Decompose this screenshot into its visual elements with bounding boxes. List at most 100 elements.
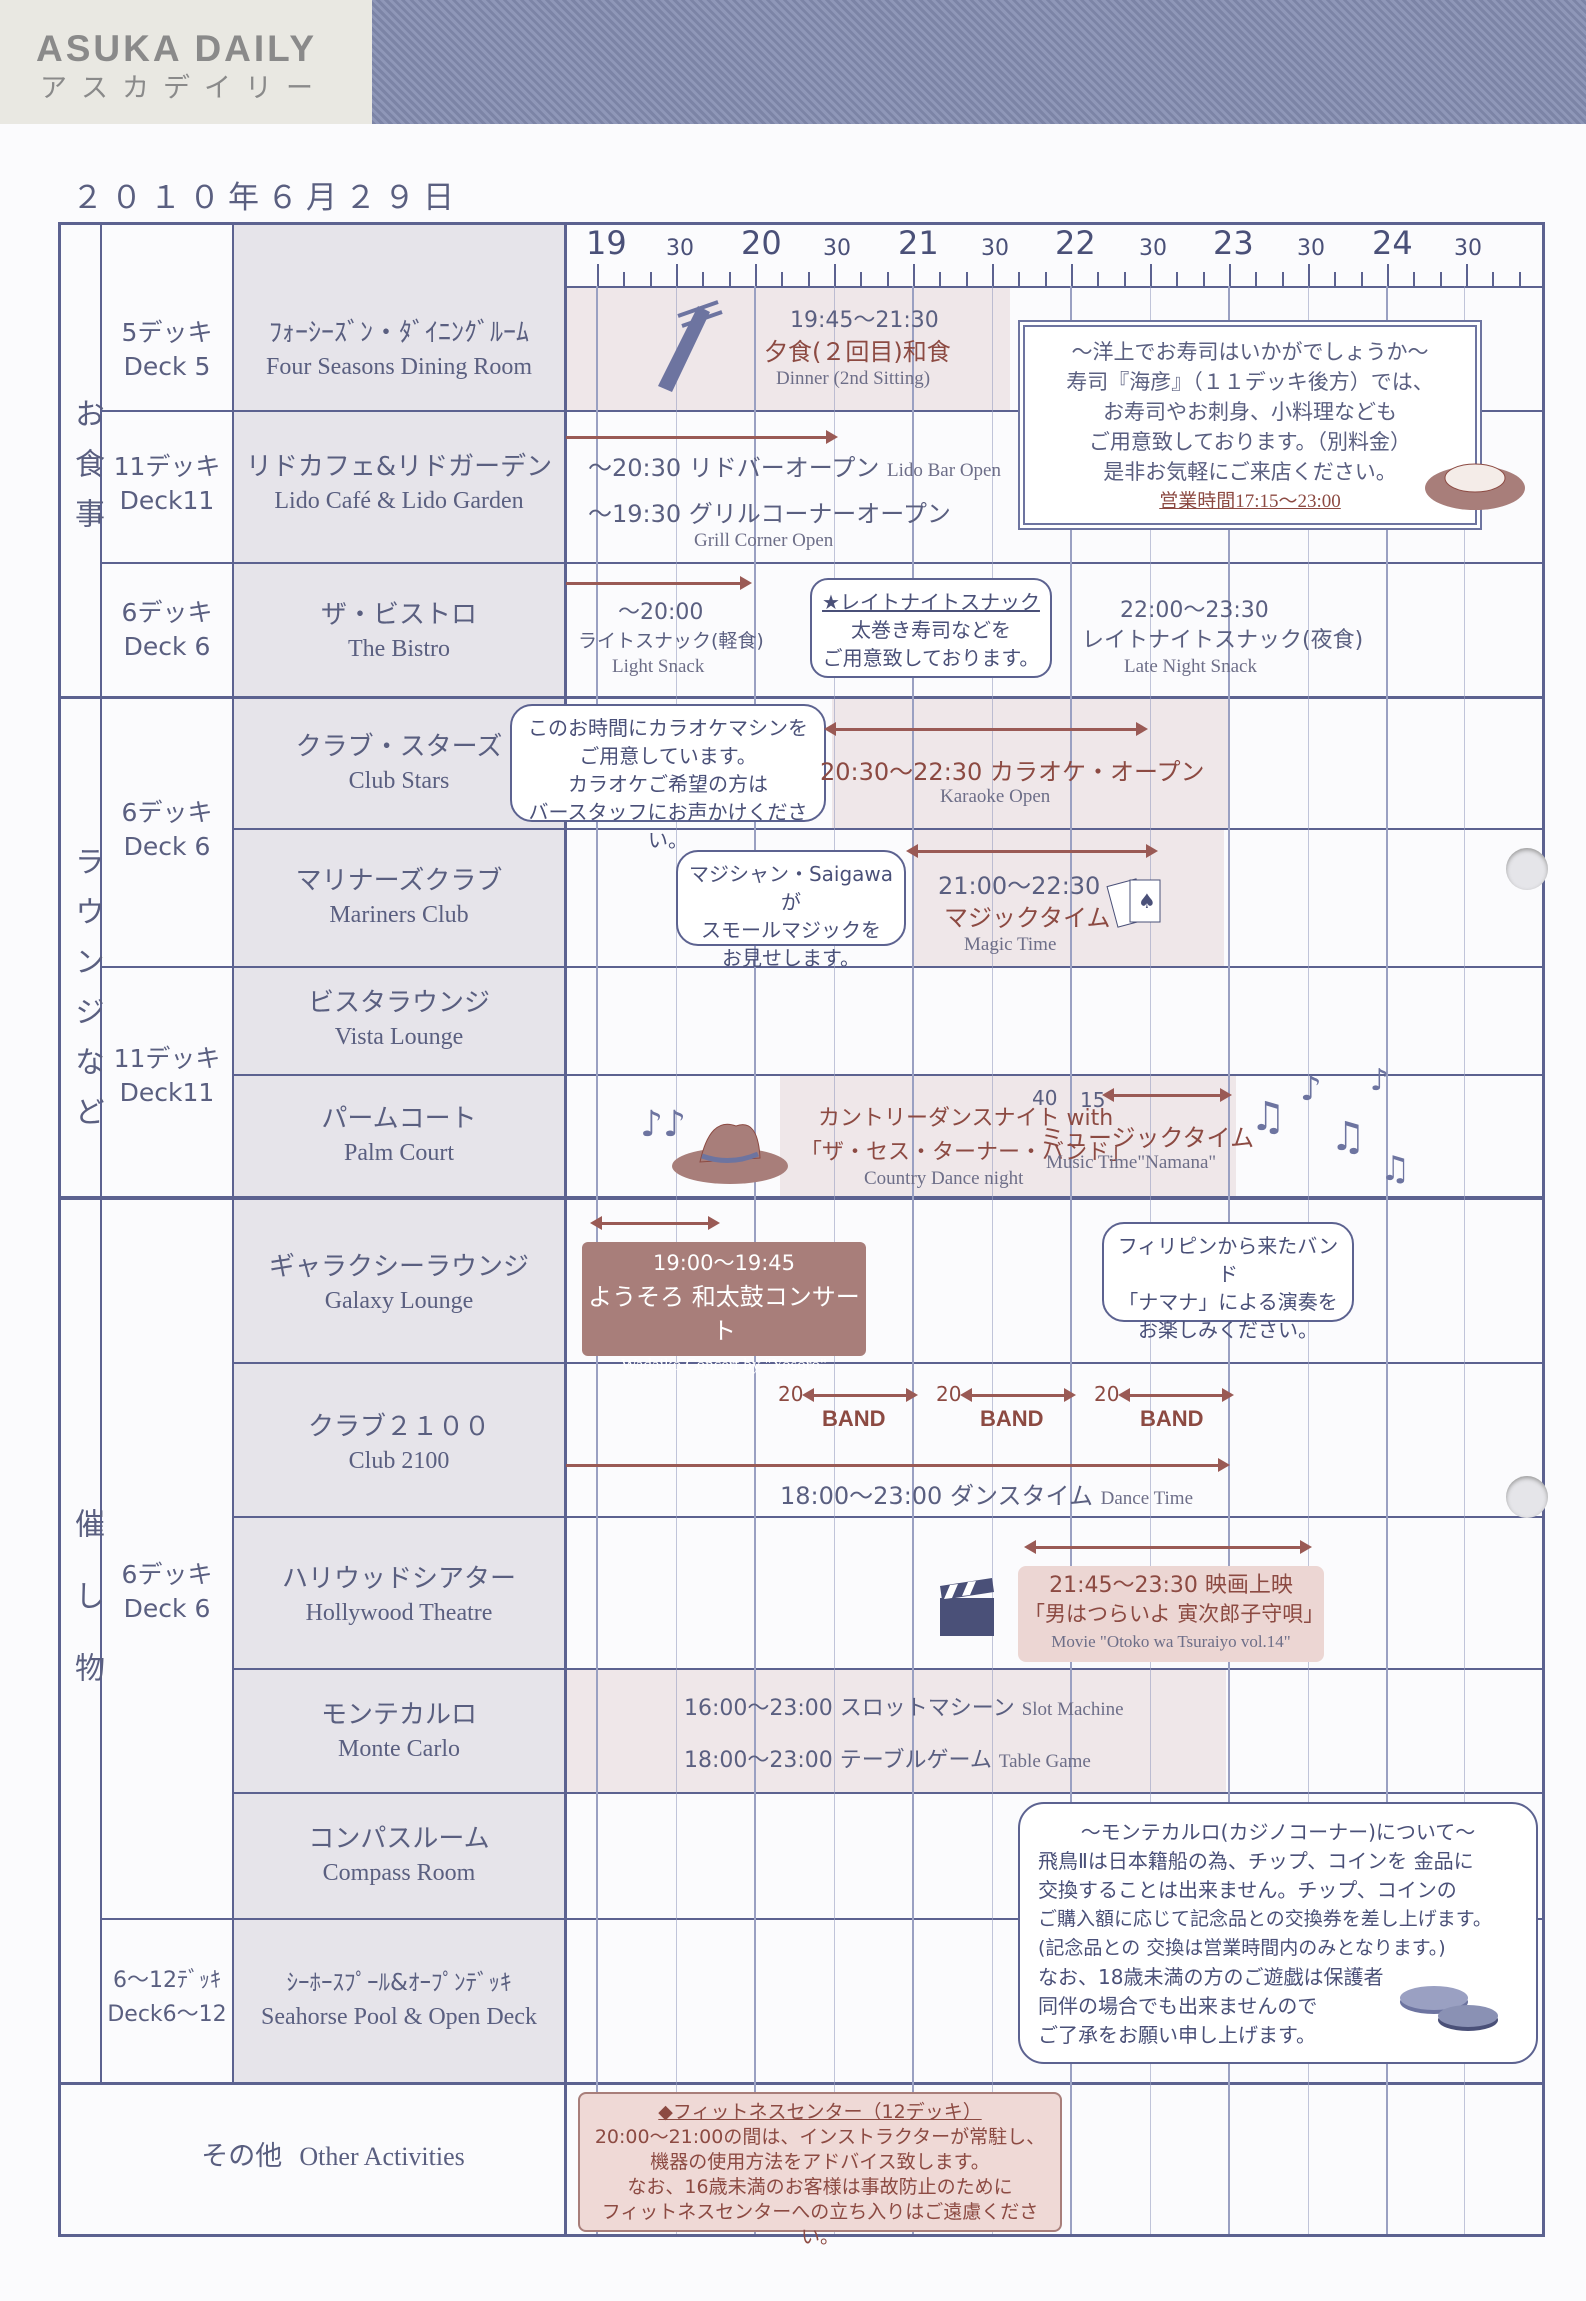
hour-label-20: 20	[741, 224, 782, 262]
wadaiko-arrow	[590, 1216, 720, 1230]
time-tick	[702, 272, 705, 286]
frame-right	[1542, 222, 1545, 2236]
row-line	[100, 410, 1544, 412]
country-jp2: 「ザ・セス・ターナー・バンド」	[800, 1140, 1132, 1165]
karaoke-arrow	[824, 722, 1148, 736]
header-bottom-line	[564, 286, 1544, 288]
row-line	[232, 1668, 1544, 1670]
logo-kana: アスカデイリー	[40, 73, 327, 104]
time-tick	[1229, 264, 1231, 286]
music-jp: ミュージックタイム	[1040, 1124, 1255, 1152]
svg-text:♫: ♫	[1250, 1094, 1286, 1140]
time-tick	[676, 264, 678, 286]
frame-bottom	[58, 2234, 1545, 2237]
divider-lounges	[58, 696, 1545, 699]
wadaiko-box: 19:00〜19:45 ようそろ 和太鼓コンサート Wadaiko Concer…	[582, 1242, 866, 1374]
time-tick	[1308, 264, 1310, 286]
magic-en: Magic Time	[964, 934, 1057, 955]
music-15: 15	[1080, 1088, 1106, 1112]
band-label-1: BAND	[822, 1406, 886, 1431]
time-tick	[1097, 272, 1100, 286]
sushi-info-box: 〜洋上でお寿司はいかがでしょうか〜 寿司『海彦』（１１デッキ後方）では、 お寿司…	[1018, 320, 1482, 530]
time-tick	[939, 272, 942, 286]
band-arrow-1	[802, 1388, 918, 1402]
karaoke-bubble: このお時間にカラオケマシンを ご用意しています。 カラオケご希望の方は バースタ…	[510, 704, 826, 852]
time-tick	[1123, 272, 1126, 286]
time-tick	[992, 264, 994, 286]
svg-text:♪♪: ♪♪	[640, 1104, 686, 1145]
half-label: 30	[981, 236, 1009, 261]
section-meals: お食事	[69, 398, 104, 548]
hour-label-21: 21	[898, 224, 939, 262]
frame-left	[58, 222, 61, 2236]
magic-time: 21:00〜22:30	[938, 872, 1101, 900]
band-label-2: BAND	[980, 1406, 1044, 1431]
header-stripe	[372, 0, 1586, 124]
time-tick	[1176, 272, 1179, 286]
hour-line-24	[1386, 286, 1388, 2234]
time-tick	[1439, 272, 1442, 286]
light-snack-jp: ライトスナック(軽食)	[578, 630, 764, 652]
hour-line-21	[912, 286, 914, 2234]
dance-arrow	[566, 1458, 1230, 1472]
movie-arrow	[1024, 1540, 1312, 1554]
magic-bubble: マジシャン・Saigawaが スモールマジックを お見せします。	[676, 850, 906, 970]
time-tick	[1018, 272, 1021, 286]
row-line	[232, 1074, 1544, 1076]
late-snack-time: 22:00〜23:30	[1120, 598, 1269, 623]
sushi-plate-icon	[1425, 463, 1525, 510]
music-arrow	[1102, 1088, 1232, 1102]
band-arrow-3	[1118, 1388, 1234, 1402]
magic-jp: マジックタイム	[944, 904, 1111, 932]
svg-text:♪: ♪	[1300, 1069, 1322, 1109]
page-date: ２０１０年６月２９日	[72, 180, 462, 216]
col-line-2	[232, 222, 234, 2084]
light-snack-en: Light Snack	[612, 656, 705, 677]
time-tick	[913, 264, 915, 286]
time-tick	[1413, 272, 1416, 286]
time-tick	[1255, 272, 1258, 286]
lido-bar-arrow	[566, 430, 838, 444]
row-bg-karaoke	[832, 698, 1228, 828]
time-tick	[886, 272, 889, 286]
half-line-2430	[1464, 286, 1465, 2234]
svg-text:♪: ♪	[1370, 1063, 1389, 1098]
row-line	[232, 828, 1544, 830]
time-tick	[1202, 272, 1205, 286]
time-tick	[781, 272, 784, 286]
row-bg-dinner	[750, 288, 1010, 410]
slot-text: 16:00〜23:00 スロットマシーン Slot Machine	[684, 1696, 1124, 1721]
hour-label-23: 23	[1213, 224, 1254, 262]
half-label: 30	[1297, 236, 1325, 261]
grill-en: Grill Corner Open	[694, 530, 834, 551]
hour-label-22: 22	[1055, 224, 1096, 262]
header-left	[0, 0, 372, 124]
time-tick	[728, 272, 731, 286]
time-tick	[1044, 272, 1047, 286]
hour-label-19: 19	[586, 224, 627, 262]
row-line	[232, 1792, 1544, 1794]
row-line	[232, 1362, 1544, 1364]
svg-text:♠: ♠	[1138, 889, 1156, 913]
row-line	[100, 562, 1544, 564]
time-tick	[965, 272, 968, 286]
time-tick	[807, 272, 810, 286]
divider-events	[58, 1196, 1545, 1200]
karaoke-en: Karaoke Open	[940, 786, 1051, 807]
row-line	[100, 966, 1544, 968]
divider-other	[58, 2082, 1545, 2085]
karaoke-text: 20:30〜22:30 カラオケ・オープン	[820, 758, 1205, 786]
time-tick	[1360, 272, 1363, 286]
time-tick	[1281, 272, 1284, 286]
band-label-3: BAND	[1140, 1406, 1204, 1431]
